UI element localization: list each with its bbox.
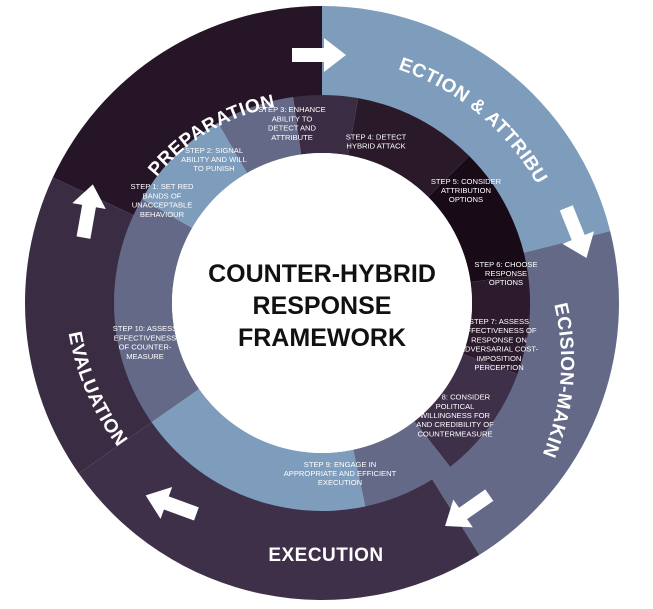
step-segment-step-3: [293, 94, 359, 156]
step-segment-step-6: [462, 274, 531, 375]
phase-segment-decision: [431, 231, 620, 555]
step-segment-step-7: [414, 354, 518, 467]
step-segment-step-9: [151, 389, 366, 511]
center: COUNTER-HYBRID RESPONSE FRAMEWORK: [172, 153, 472, 453]
cycle-arrows: [72, 38, 595, 528]
cycle-arrow-icon: [72, 184, 106, 239]
step-segment-step-4: [348, 98, 470, 197]
center-title-line-2: RESPONSE: [253, 292, 392, 320]
step-segment-step-10: [114, 199, 200, 423]
step-segment-step-5: [428, 155, 528, 283]
inner-ring: [114, 94, 531, 511]
phase-segment-preparation: [52, 6, 322, 216]
center-title-line-3: FRAMEWORK: [238, 324, 406, 352]
cycle-arrow-icon: [559, 205, 595, 258]
phase-segment-detection: [322, 6, 611, 253]
phase-segment-execution: [78, 421, 480, 601]
center-circle: [172, 153, 472, 453]
step-segment-step-1: [141, 122, 247, 228]
phase-label-execution: EXECUTION: [268, 545, 383, 566]
cycle-arrow-icon: [292, 38, 346, 72]
center-title-line-1: COUNTER-HYBRID: [208, 260, 436, 288]
step-segment-step-2: [218, 97, 302, 174]
cycle-arrow-icon: [145, 486, 199, 521]
step-segment-step-8: [353, 421, 451, 507]
cycle-arrow-icon: [445, 489, 494, 528]
